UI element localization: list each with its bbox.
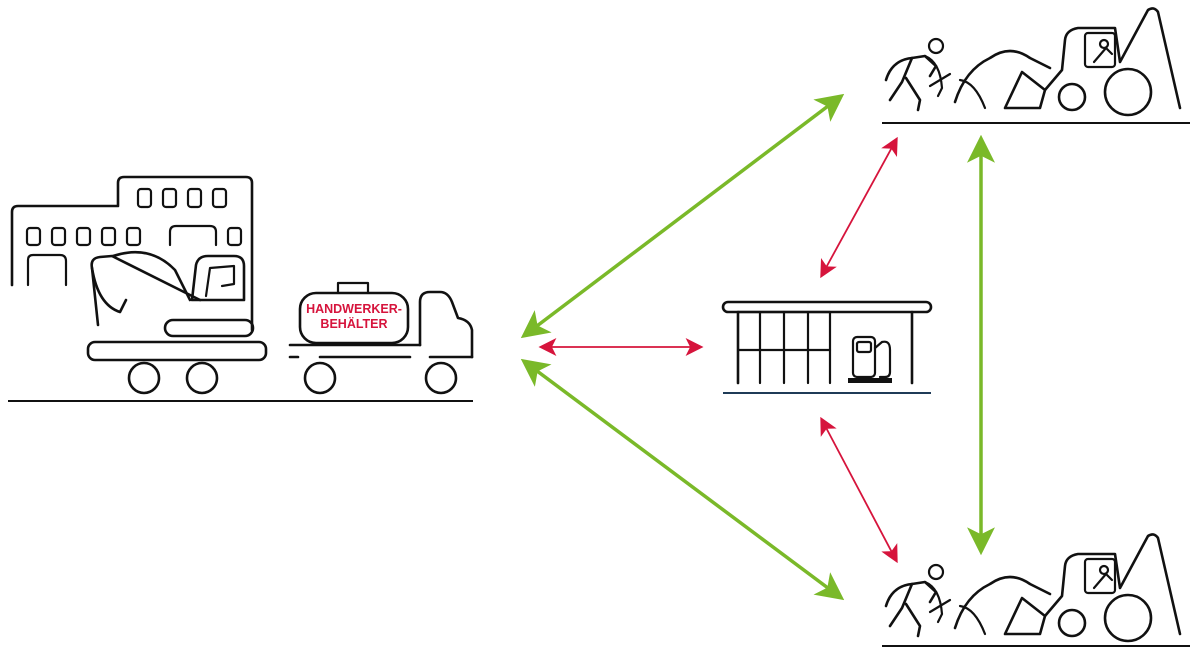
tank-label-line-2: BEHÄLTER (320, 316, 387, 331)
worker-icon (886, 39, 950, 110)
dirt-pile-icon (955, 51, 1050, 108)
gas-station-icon (723, 302, 931, 393)
construction-site-bottom (882, 534, 1190, 646)
tank-label-line-1: HANDWERKER- (306, 302, 402, 316)
tank-truck-icon: HANDWERKER- BEHÄLTER (290, 283, 472, 393)
backhoe-icon (1005, 534, 1180, 641)
backhoe-icon (1005, 8, 1180, 115)
fuel-pump-icon (848, 337, 892, 383)
dirt-pile-icon (955, 577, 1050, 634)
excavator-icon (92, 252, 253, 336)
arrow-gas-station-to-site-bottom (822, 420, 896, 560)
depot-node: HANDWERKER- BEHÄLTER (8, 177, 473, 401)
trailer-icon (88, 342, 266, 393)
arrow-depot-to-site-top (525, 97, 840, 335)
construction-site-top (882, 8, 1190, 123)
arrow-depot-to-site-bottom (525, 362, 840, 597)
arrow-gas-station-to-site-top (822, 140, 896, 275)
worker-icon (886, 565, 950, 636)
